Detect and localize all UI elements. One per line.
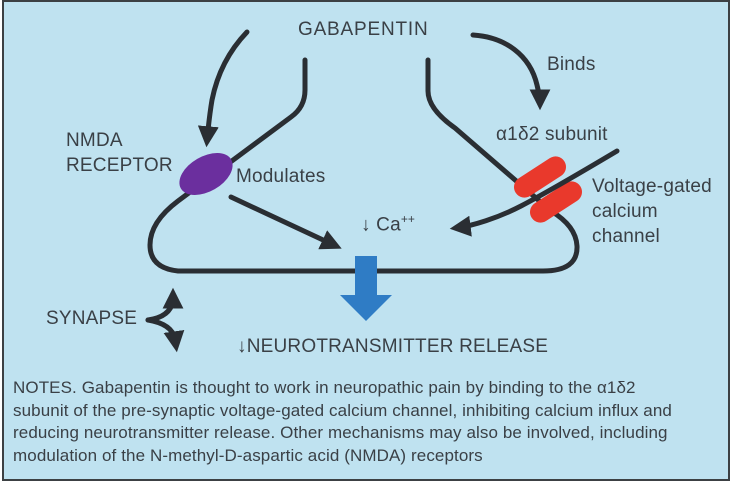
subunit-label: α1δ2 subunit	[496, 124, 608, 145]
modulates-arrow	[228, 194, 342, 250]
calcium-channel-subunit-upper	[513, 156, 567, 198]
binds-arrow	[470, 32, 551, 111]
synapse-pointer-down-arrow	[145, 317, 185, 353]
nmda-receptor-shape	[179, 153, 233, 195]
calcium-channel-subunit-lower	[529, 181, 583, 223]
notes-line: NOTES. Gabapentin is thought to work in …	[13, 378, 636, 397]
notes-line: reducing neurotransmitter release. Other…	[13, 423, 668, 442]
diagram-panel	[2, 0, 730, 481]
calcium-label-superscript: ++	[400, 212, 415, 226]
calcium-influx-arrow	[449, 148, 620, 237]
gabapentin-to-nmda-arrow	[197, 29, 250, 148]
notes-line: subunit of the pre-synaptic voltage-gate…	[13, 400, 672, 420]
release-down-arrow	[340, 256, 392, 321]
synapse-label: SYNAPSE	[46, 308, 138, 329]
binds-label: Binds	[547, 54, 596, 75]
calcium-channel-label: Voltage-gated calcium channel	[592, 176, 712, 247]
calcium-label: ↓ Ca++	[361, 208, 415, 236]
diagram-title: GABAPENTIN	[298, 19, 429, 40]
calcium-label-text: ↓ Ca	[361, 214, 401, 236]
notes-section: NOTES. Gabapentin is thought to work in …	[13, 377, 729, 467]
synapse-pointer-up-arrow	[145, 287, 184, 323]
notes-line: modulation of the N-methyl-D-aspartic ac…	[13, 445, 483, 465]
modulates-label: Modulates	[236, 166, 326, 187]
nmda-receptor-label: NMDA RECEPTOR	[66, 130, 173, 176]
neurotransmitter-release-label: ↓NEUROTRANSMITTER RELEASE	[237, 336, 549, 357]
